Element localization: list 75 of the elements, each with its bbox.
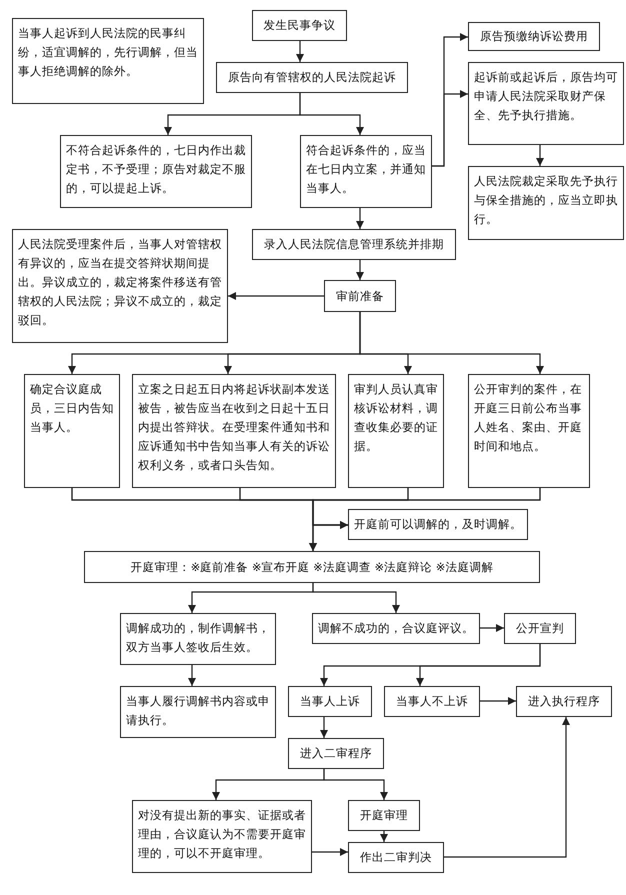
arrow: [320, 717, 328, 738]
process-box: [504, 613, 576, 644]
process-box: [300, 135, 432, 208]
box-text: 作出二审判决: [360, 849, 432, 866]
process-box: [132, 800, 312, 873]
box-text: 公开宣判: [516, 620, 564, 637]
box-text: 调解不成功的，合议庭评议。: [318, 620, 474, 637]
arrow: [188, 665, 196, 686]
box-text: 发生民事争议: [264, 17, 336, 34]
box-text: 审前准备: [336, 288, 384, 304]
box-text: 原告预缴纳诉讼费用: [480, 28, 588, 45]
arrow: [416, 644, 541, 686]
arrow: [228, 292, 324, 300]
process-box: [252, 10, 347, 41]
box-text: 立案之日起五日内将起诉状副本发送被告，被告应当在收到之日起十五日内提出答辩状。在受理案件通知书和应诉通知书中告知当事人有关的诉讼权利义务，或者口头告知。: [138, 381, 330, 474]
box-text: 当事人履行调解书内容或申请执行。: [126, 693, 270, 729]
process-box: [132, 374, 336, 488]
arrow: [299, 93, 364, 135]
box-text: 符合起诉条件的，应当在七日内立案，并通知当事人。: [306, 142, 426, 197]
process-box: [216, 62, 408, 93]
box-text: 进入二审程序: [300, 745, 372, 762]
arrow: [432, 90, 468, 167]
box-text: 开庭审理: [360, 807, 408, 824]
process-box: [468, 62, 624, 145]
box-text: 开庭前可以调解的，及时调解。: [354, 516, 522, 533]
box-text: 人民法院裁定采取先予执行与保全措施的，应当立即执行。: [474, 173, 618, 228]
box-text: 当事人不上诉: [396, 693, 468, 710]
process-box: [324, 280, 396, 312]
arrow: [380, 831, 388, 842]
box-text: 当事人上诉: [300, 693, 360, 710]
process-box: [468, 166, 624, 240]
box-text: 开庭审理：※庭前准备 ※宣布开庭 ※法庭调查 ※法庭辩论 ※法庭调解: [130, 558, 494, 576]
box-text: 审判人员认真审核诉讼材料，调查收集必要的证据。: [354, 381, 438, 455]
box-text: 确定合议庭成员，三日内告知当事人。: [30, 381, 114, 436]
box-text: 录入人民法院信息管理系统并排期: [264, 236, 444, 253]
box-text: 不符合起诉条件的，七日内作出裁定书，不予受理；原告对裁定不服的，可以提起上诉。: [66, 142, 246, 197]
box-text: 调解成功的，制作调解书，双方当事人签收后生效。: [126, 620, 270, 656]
arrow: [480, 624, 504, 632]
process-box: [24, 374, 120, 488]
arrow: [536, 145, 544, 166]
process-box: [12, 18, 204, 104]
arrow: [480, 697, 516, 705]
process-box: [468, 22, 600, 51]
box-text: 对没有提出新的事实、证据或者理由，合议庭认为不需要开庭审理的，可以不开庭审理。: [138, 807, 306, 862]
process-box: [288, 686, 372, 717]
arrow: [312, 848, 348, 856]
process-box: [84, 551, 540, 583]
arrow: [444, 717, 570, 858]
box-text: 当事人起诉到人民法院的民事纠纷，适宜调解的，先行调解，但当事人拒绝调解的除外。: [18, 25, 198, 80]
process-box: [12, 229, 228, 343]
arrow: [312, 583, 400, 613]
process-box: [348, 842, 444, 873]
arrow: [356, 208, 364, 229]
box-text: 原告向有管辖权的人民法院起诉: [228, 69, 396, 86]
process-box: [348, 509, 528, 540]
process-box: [348, 800, 420, 831]
arrow: [296, 41, 304, 62]
box-text: 进入执行程序: [528, 693, 600, 710]
process-box: [60, 135, 252, 208]
process-box: [384, 686, 480, 717]
box-text: 起诉前或起诉后，原告均可申请人民法院采取财产保全、先予执行措施。: [474, 69, 618, 124]
process-box: [468, 374, 590, 488]
process-box: [516, 686, 612, 717]
box-text: 公开审判的案件，在开庭三日前公布当事人姓名、案由、开庭时间和地点。: [474, 381, 583, 455]
arrow: [359, 312, 544, 374]
process-box: [252, 229, 456, 260]
arrow: [356, 260, 364, 280]
process-box: [120, 686, 276, 738]
process-box: [120, 613, 276, 665]
arrow: [312, 488, 541, 529]
process-box: [348, 374, 444, 488]
box-text: 人民法院受理案件后，当事人对管辖权有异议的，应当在提交答辩状期间提出。异议成立的，裁定将案件移送有管辖权的人民法院；异议不成立的，裁定驳回。: [18, 236, 222, 329]
process-box: [312, 613, 480, 644]
process-box: [288, 738, 384, 769]
arrow: [323, 769, 388, 800]
